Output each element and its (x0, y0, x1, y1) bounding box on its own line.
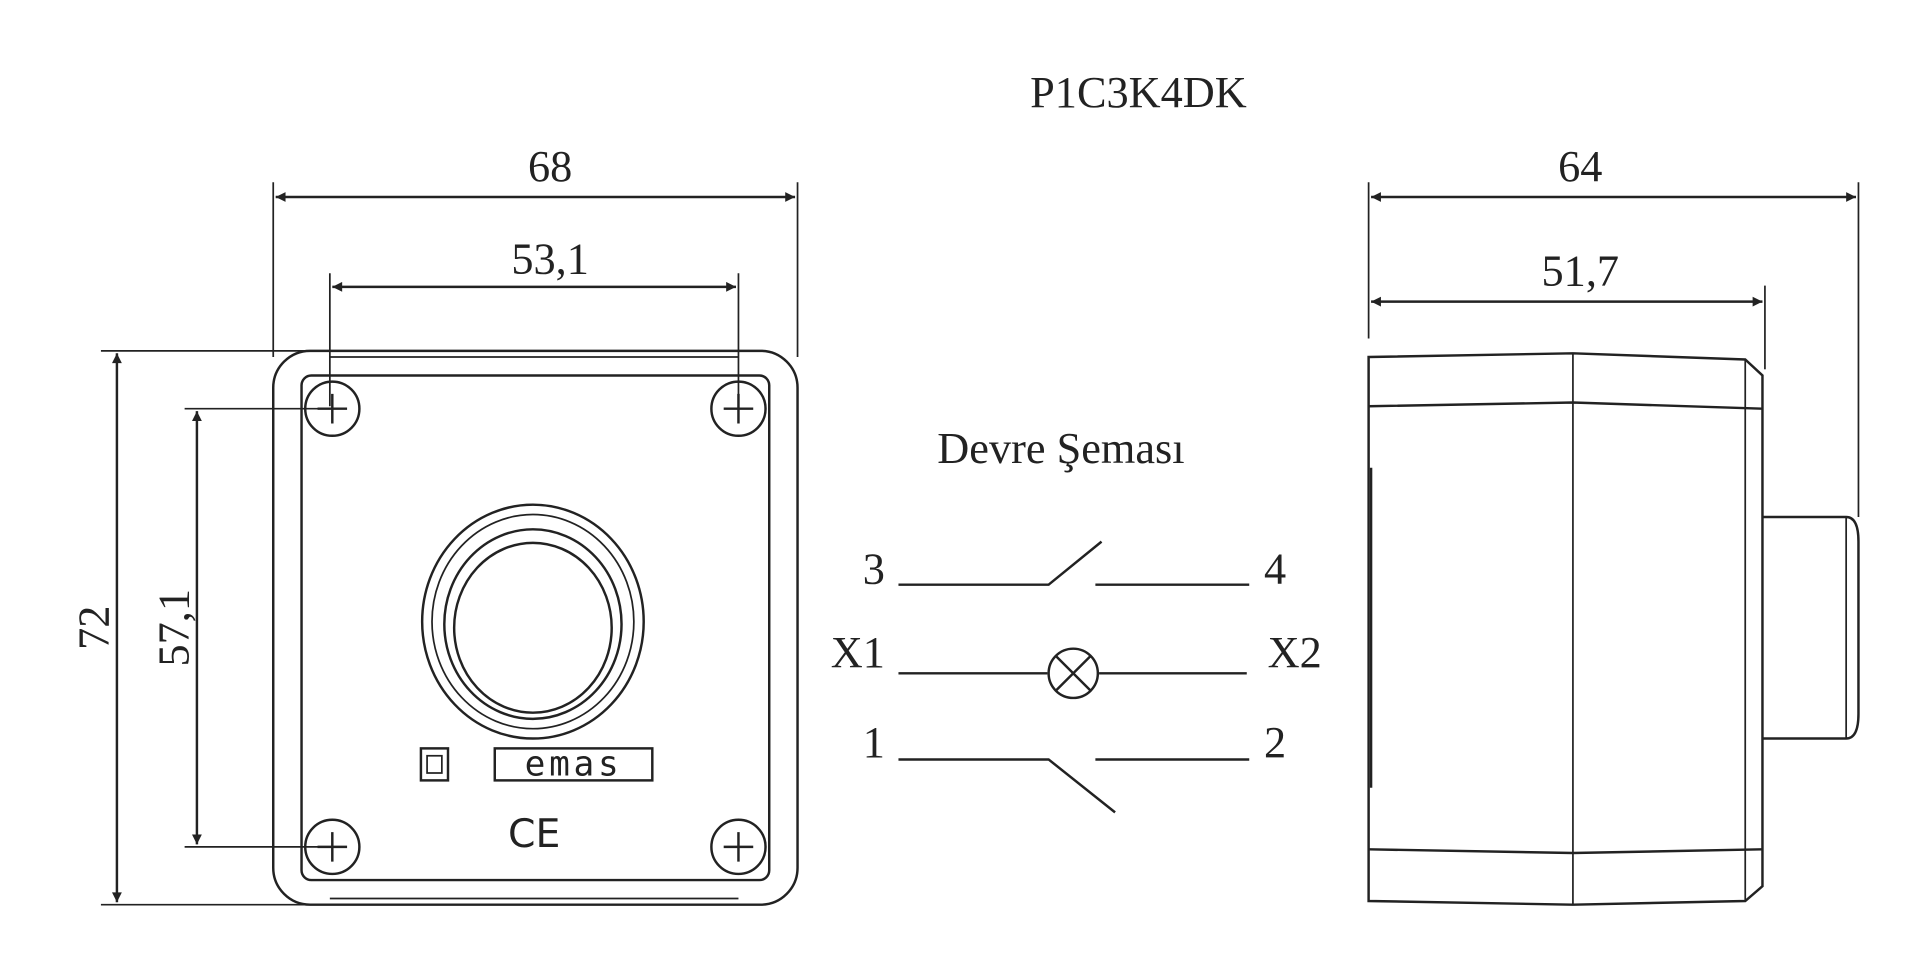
push-button (420, 503, 645, 740)
circuit-heading: Devre Şeması (937, 424, 1184, 473)
enclosure-side-outline (1367, 352, 1764, 906)
terminal-x2: X2 (1268, 628, 1322, 677)
small-square-mark (419, 747, 450, 782)
terminal-2: 2 (1264, 718, 1286, 767)
push-button-side (1762, 515, 1860, 740)
side-view: 64 51,7 (1367, 142, 1860, 906)
dimension-depth-body: 51,7 (1542, 247, 1620, 296)
brand-logo: emas (525, 744, 623, 784)
dimension-height-outer: 72 (69, 606, 118, 650)
terminal-3: 3 (863, 544, 885, 593)
dimension-depth-total: 64 (1558, 142, 1602, 191)
drawing-title: P1C3K4DK (1030, 68, 1247, 117)
terminal-4: 4 (1264, 544, 1286, 593)
terminal-x1: X1 (831, 628, 885, 677)
circuit-diagram: Devre Şeması 3 4 X1 X2 1 2 (831, 424, 1322, 814)
ce-mark: CE (508, 811, 560, 857)
lamp-icon (1047, 647, 1100, 700)
dimension-width-outer: 68 (528, 142, 572, 191)
enclosure-outline (271, 349, 799, 906)
dimension-height-holes: 57,1 (149, 589, 198, 667)
front-view: 68 53,1 72 57,1 emas (69, 142, 799, 906)
dimension-width-holes: 53,1 (511, 234, 589, 283)
screw-icon (304, 380, 767, 876)
terminal-1: 1 (863, 718, 885, 767)
